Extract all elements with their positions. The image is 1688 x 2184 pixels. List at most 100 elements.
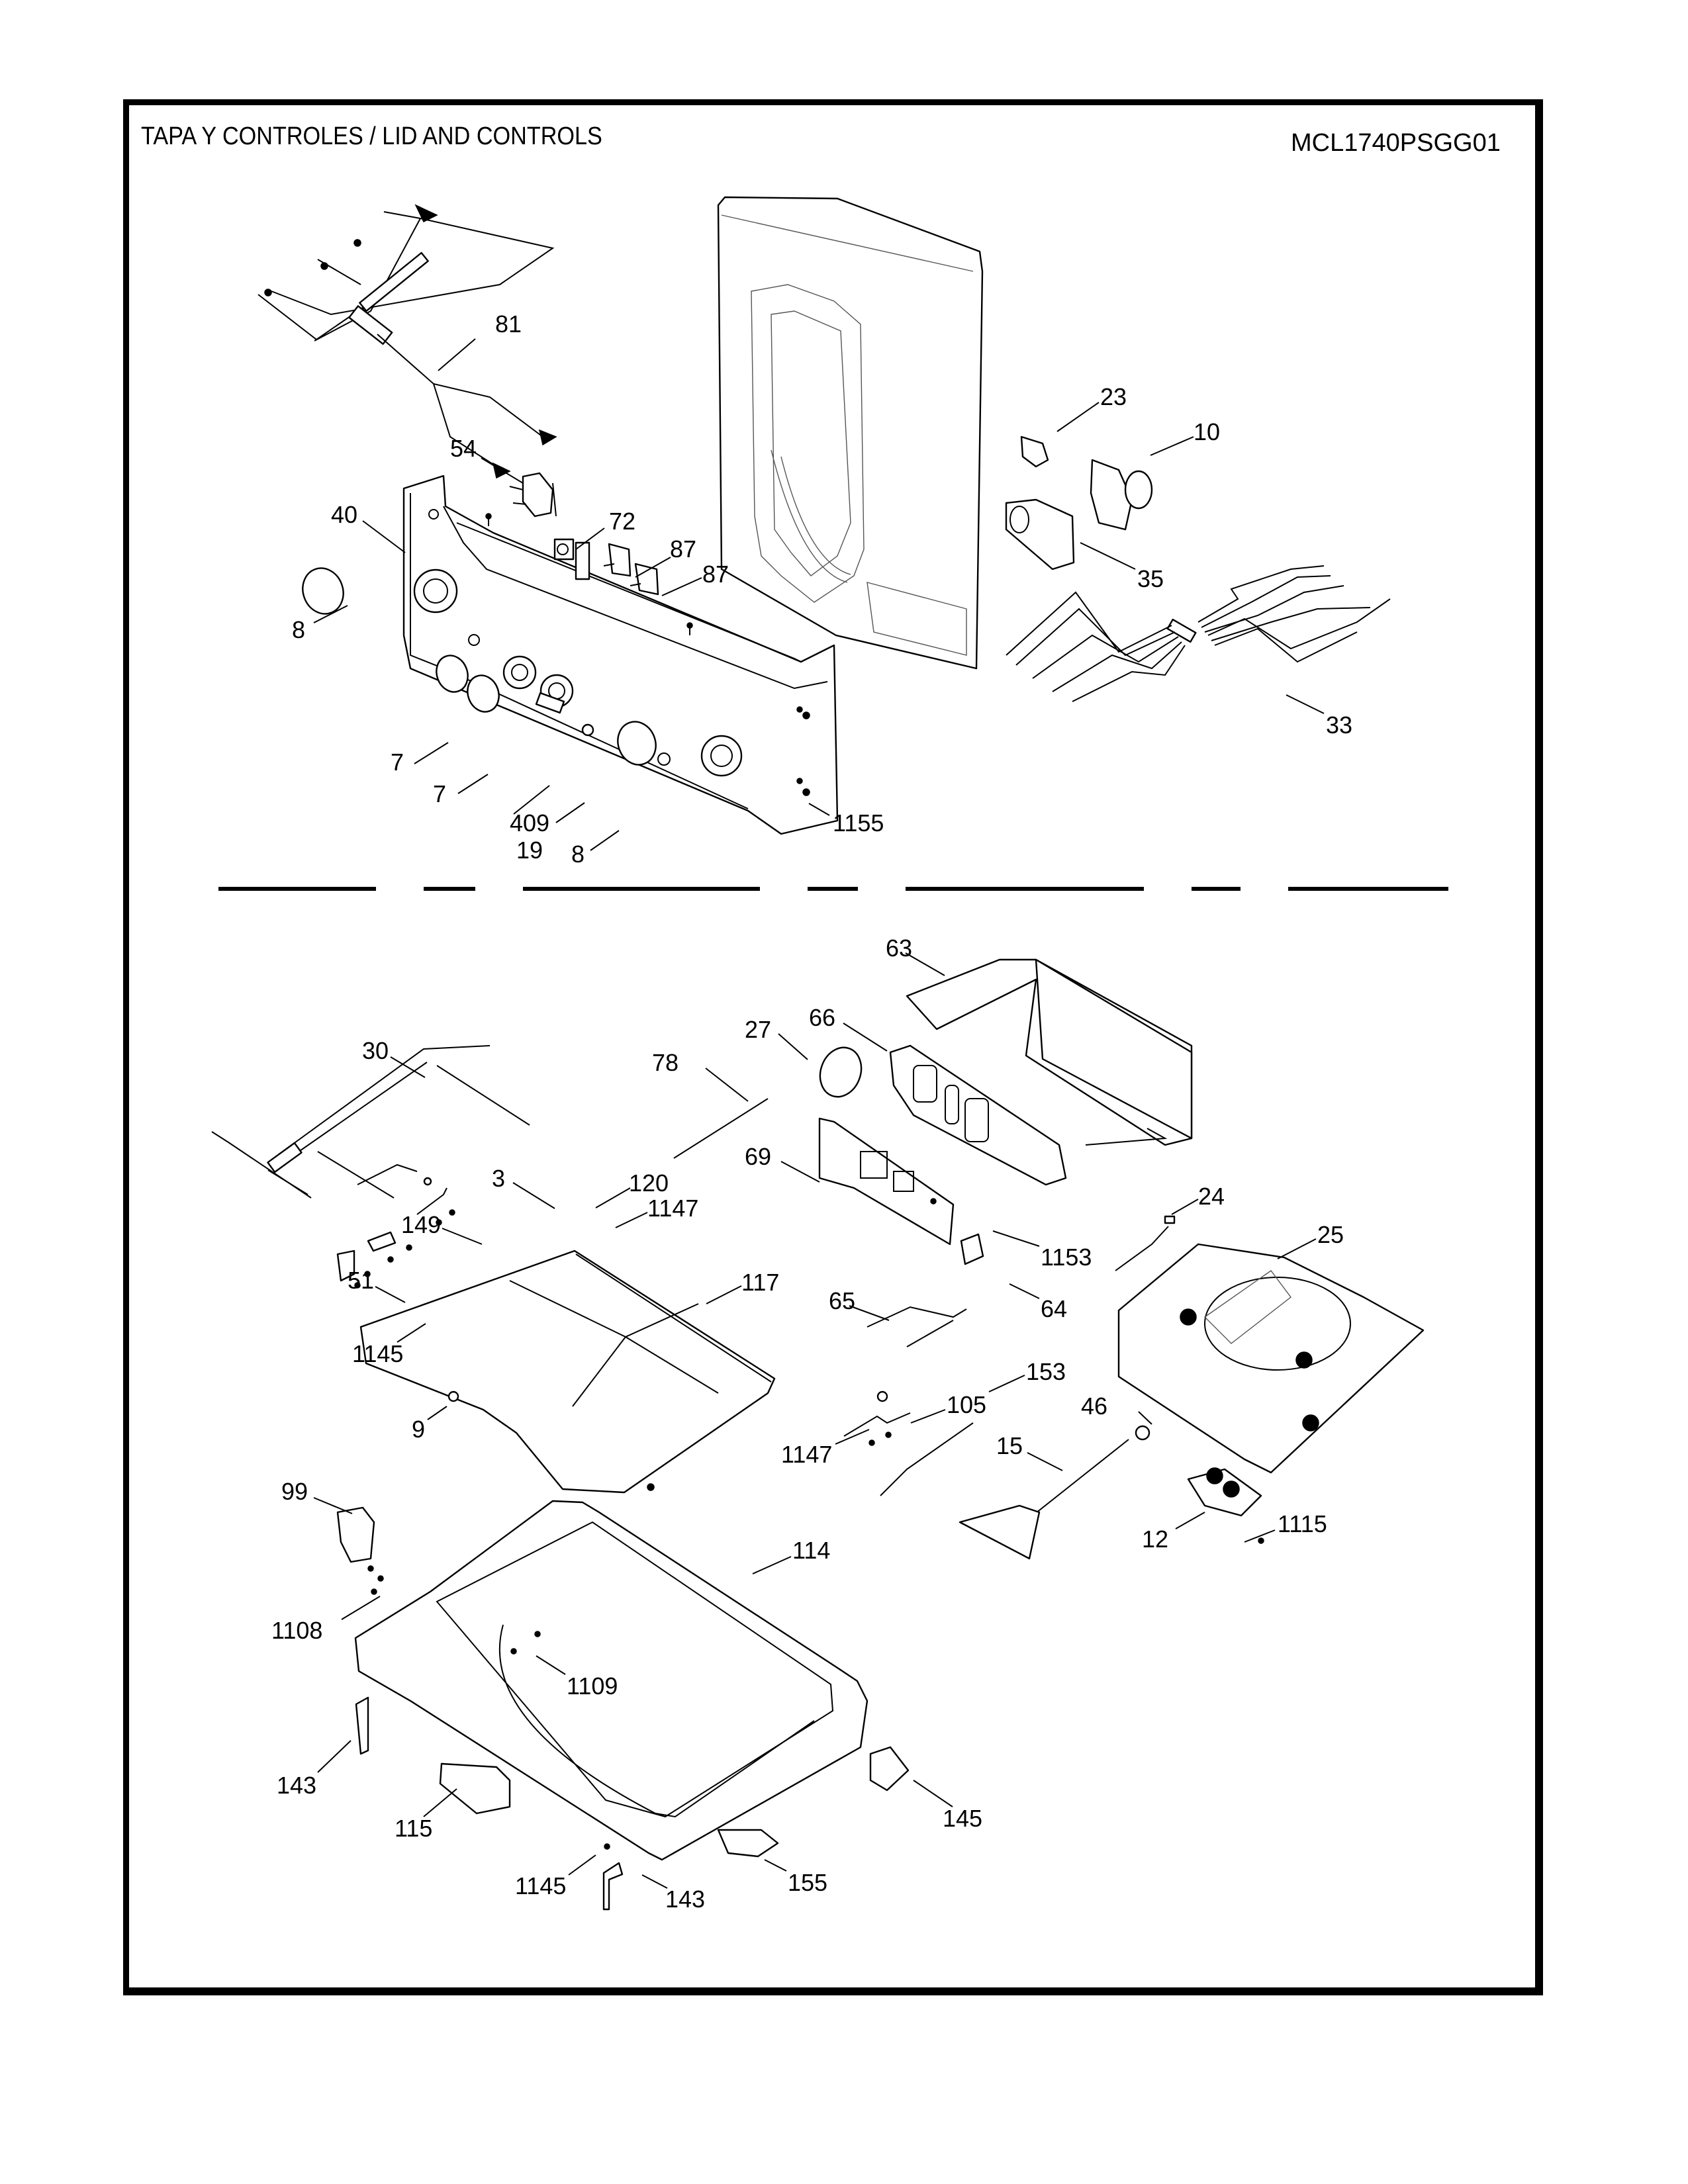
part-7-knob-b	[467, 674, 500, 713]
callout-46: 46	[1081, 1392, 1107, 1420]
callout-149: 149	[401, 1211, 441, 1238]
model-number: MCL1740PSGG01	[1291, 129, 1501, 157]
callout-27: 27	[745, 1016, 771, 1043]
part-63-control-housing	[906, 958, 1193, 1146]
callout-25: 25	[1317, 1221, 1344, 1248]
part-66-board-bracket	[889, 1044, 1067, 1186]
part-153-spring	[880, 1422, 974, 1496]
part-409-nameplate	[535, 692, 565, 714]
callout-1145-a: 1145	[352, 1340, 403, 1367]
part-33-wire-harness	[1006, 565, 1391, 702]
callout-72: 72	[609, 508, 635, 535]
part-8-knob-a	[302, 567, 344, 615]
part-155-end-cap	[717, 1829, 779, 1858]
callout-33: 33	[1326, 711, 1352, 739]
callout-78: 78	[652, 1049, 679, 1076]
callout-35: 35	[1137, 565, 1164, 592]
callout-9: 9	[412, 1416, 425, 1443]
callout-40: 40	[331, 501, 357, 528]
console-screws	[485, 513, 810, 796]
part-8-knob-b	[617, 721, 657, 766]
part-15-fill-nozzle	[959, 1439, 1129, 1560]
diagram-border	[123, 99, 1543, 1995]
callout-1155: 1155	[833, 809, 884, 837]
callout-69: 69	[745, 1143, 771, 1170]
callout-23: 23	[1100, 383, 1127, 410]
callout-143-b: 143	[665, 1886, 705, 1913]
callout-1145-b: 1145	[515, 1872, 566, 1899]
part-99-lid-switch	[336, 1506, 384, 1582]
part-145-bracket	[869, 1746, 910, 1792]
callout-64: 64	[1041, 1295, 1067, 1322]
callout-54: 54	[450, 435, 477, 462]
callout-15: 15	[996, 1432, 1023, 1459]
part-51-bracket	[336, 1250, 355, 1282]
part-78-hose	[673, 1098, 769, 1159]
callout-8-b: 8	[571, 841, 585, 868]
callout-51: 51	[348, 1267, 374, 1294]
callout-8-a: 8	[292, 616, 305, 643]
callout-1108: 1108	[271, 1617, 322, 1644]
part-7-knob-a	[436, 655, 469, 693]
part-19-button	[581, 723, 594, 737]
callout-1153: 1153	[1041, 1244, 1092, 1271]
part-105-hinge-rod	[843, 1390, 911, 1437]
part-24-cord	[1115, 1215, 1176, 1271]
callout-155: 155	[788, 1869, 827, 1896]
callout-1115: 1115	[1278, 1510, 1327, 1537]
part-143-hinge-bracket-a	[355, 1696, 369, 1755]
callout-66: 66	[809, 1004, 835, 1031]
callout-143-a: 143	[277, 1772, 316, 1799]
part-115-lid-hinge	[439, 1762, 511, 1815]
part-72-led-board	[553, 538, 590, 580]
callout-1147-b: 1147	[781, 1441, 832, 1468]
callout-30: 30	[362, 1037, 389, 1064]
part-12-water-valve	[1187, 1467, 1262, 1517]
part-120-actuator	[416, 1187, 447, 1215]
callout-19: 19	[516, 837, 543, 864]
part-46-clamp	[1135, 1425, 1150, 1441]
part-114-top-panel	[354, 1483, 868, 1861]
callout-24: 24	[1198, 1183, 1225, 1210]
part-69-control-board	[818, 1117, 955, 1246]
callout-10: 10	[1194, 418, 1220, 445]
callout-labels: 81 54 40 72 87 87 8 7 7 409 19 8 1155 23…	[271, 310, 1352, 1913]
part-81-wire-harness	[258, 204, 557, 479]
callout-87-a: 87	[670, 535, 696, 563]
callout-87-b: 87	[702, 561, 729, 588]
part-143-hinge-bracket-b	[602, 1862, 624, 1911]
callout-105: 105	[947, 1391, 986, 1418]
leader-lines	[313, 338, 1325, 1889]
callout-7-b: 7	[433, 780, 446, 807]
part-30-wire-harness	[211, 1045, 530, 1199]
part-3-plug	[423, 1177, 432, 1186]
part-1145-screw-b	[604, 1843, 610, 1850]
misc-screws-lid	[354, 1244, 412, 1289]
part-1115-screw	[1258, 1537, 1264, 1544]
callout-145: 145	[943, 1805, 982, 1832]
callout-7-a: 7	[391, 749, 404, 776]
callout-65: 65	[829, 1287, 855, 1314]
part-27-pressure-switch	[819, 1046, 863, 1098]
diagram-title: TAPA Y CONTROLES / LID AND CONTROLS	[141, 122, 602, 150]
callout-1109: 1109	[567, 1672, 618, 1700]
part-149-lid-lock	[367, 1231, 397, 1252]
part-64-capacitor	[960, 1233, 984, 1265]
callout-99: 99	[281, 1478, 308, 1505]
part-9-bumper	[447, 1390, 459, 1402]
part-35-timer-bracket	[1005, 498, 1075, 570]
part-1147-screw-a	[436, 1209, 455, 1226]
part-25-backsplash	[1117, 1243, 1425, 1474]
callout-409: 409	[510, 809, 549, 837]
part-87-rotary-switch-a	[603, 543, 632, 577]
callout-120: 120	[629, 1169, 669, 1197]
callout-63: 63	[886, 934, 912, 962]
callout-117: 117	[741, 1269, 779, 1296]
part-10-timer	[1090, 459, 1153, 531]
cabinet-back-panel	[717, 196, 984, 670]
part-65-wire-assembly	[867, 1306, 967, 1347]
callout-12: 12	[1142, 1525, 1168, 1553]
part-40-control-console	[402, 475, 839, 835]
part-23-switch-bracket	[1020, 435, 1049, 468]
callout-153: 153	[1026, 1358, 1066, 1385]
